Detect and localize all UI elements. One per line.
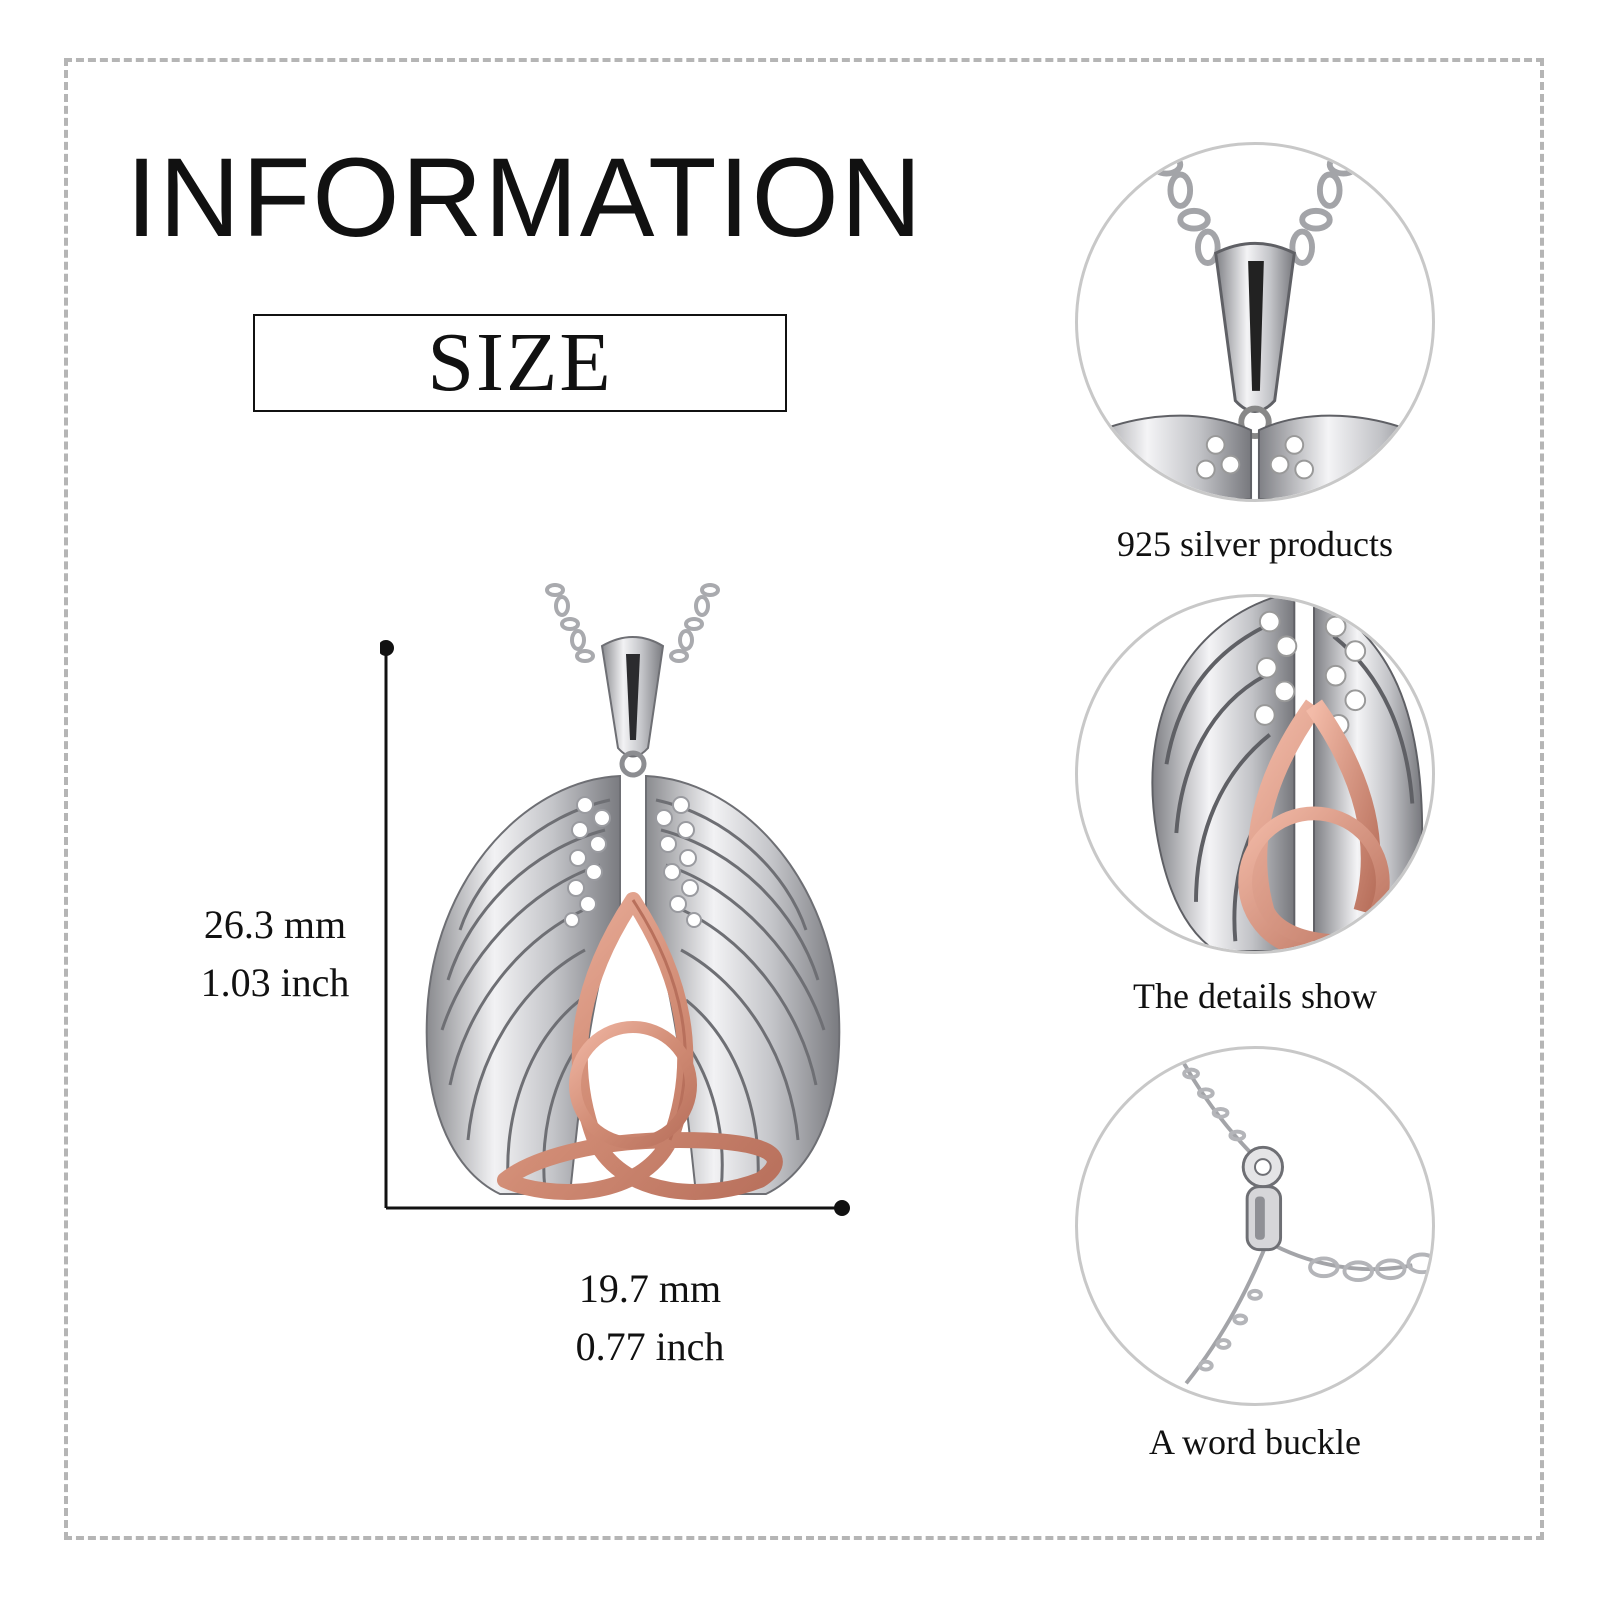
- dimension-lines: [384, 648, 842, 1210]
- size-label: SIZE: [427, 316, 613, 409]
- gemstones-icon: [564, 796, 702, 928]
- caption-buckle: A word buckle: [1149, 1422, 1361, 1462]
- caption-details: The details show: [1133, 976, 1377, 1016]
- height-inch: 1.03 inch: [200, 960, 350, 1005]
- size-label-box: SIZE: [253, 314, 787, 412]
- page-title: INFORMATION: [126, 135, 924, 260]
- width-mm: 19.7 mm: [578, 1266, 722, 1311]
- width-inch: 0.77 inch: [575, 1324, 725, 1369]
- dashed-frame: [64, 58, 1544, 1540]
- width-marker-dot: [834, 1200, 850, 1216]
- pendant-illustration: [380, 583, 850, 1216]
- width-dimension: 19.7 mm 0.77 inch: [530, 1260, 770, 1376]
- clasp-closeup-icon: [1174, 1049, 1432, 1385]
- height-mm: 26.3 mm: [203, 902, 347, 947]
- chain-icon: [545, 583, 720, 663]
- detail-circle-silver: [1075, 142, 1435, 502]
- trinity-knot-icon: [497, 892, 783, 1200]
- wing-knot-closeup-icon: [1151, 597, 1424, 951]
- height-marker-dot: [380, 640, 394, 656]
- detail-circle-details: [1075, 594, 1435, 954]
- bail-closeup-icon: [1078, 152, 1432, 499]
- height-dimension: 26.3 mm 1.03 inch: [160, 896, 390, 1012]
- detail-circle-buckle: [1075, 1046, 1435, 1406]
- caption-silver: 925 silver products: [1117, 524, 1393, 564]
